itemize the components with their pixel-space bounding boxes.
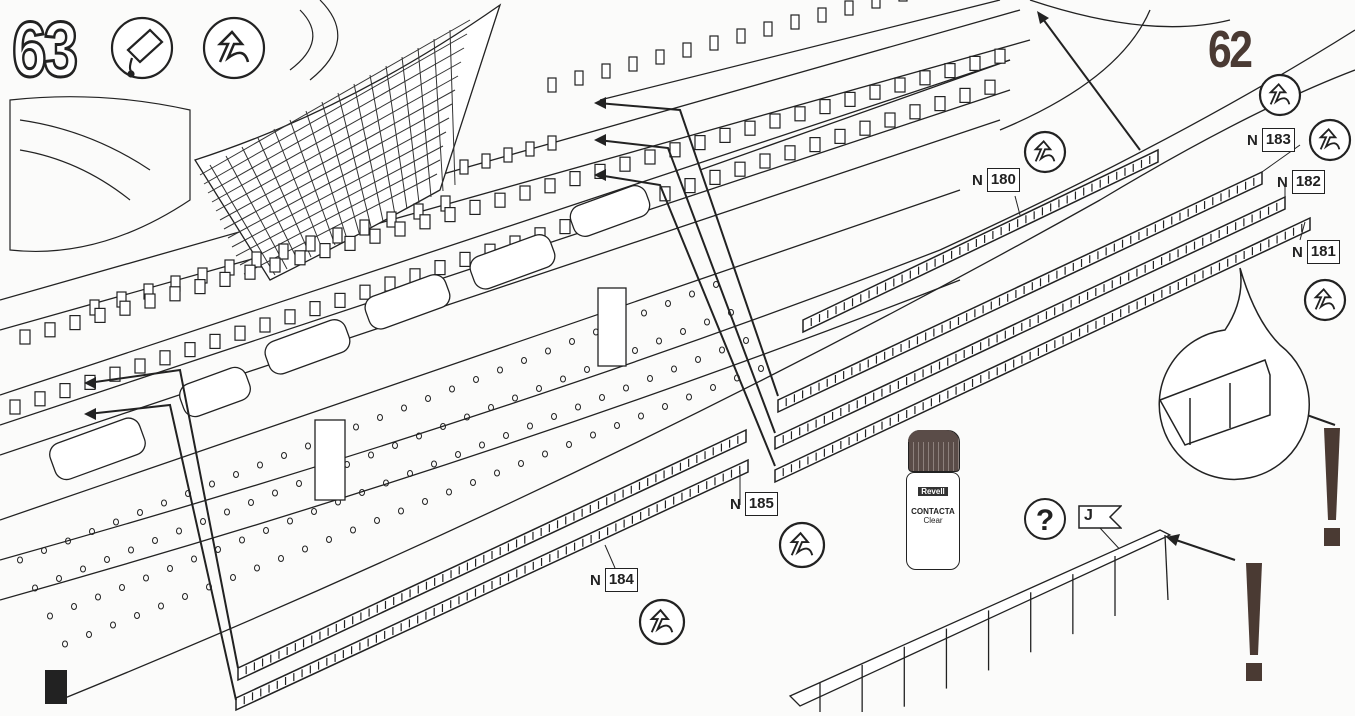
rotate-model-icon [778, 521, 826, 569]
step-number-previous: 62 [1208, 21, 1253, 79]
pool-deck [9, 0, 339, 253]
railing-part-180 [802, 148, 1159, 334]
rotate-model-icon [1308, 118, 1352, 162]
arrow-j [1169, 537, 1236, 561]
railing-part-181 [774, 216, 1311, 484]
railing-part-183 [777, 170, 1263, 414]
glue-variant: Clear [923, 516, 943, 525]
arrow-180 [1039, 14, 1141, 151]
part-prefix: N [972, 171, 983, 189]
portholes [17, 281, 764, 648]
arrow-184 [87, 403, 237, 701]
part-prefix: N [730, 495, 741, 513]
railing-part-j [788, 529, 1172, 712]
bottle-body: Revell CONTACTA Clear [906, 472, 960, 570]
question-mark: ? [1036, 504, 1054, 537]
lifeboats [49, 185, 651, 501]
question-icon: ? [1024, 498, 1066, 540]
detail-tag-letter: J [1084, 507, 1093, 524]
exclamation-icon [1246, 428, 1340, 681]
rotate-model-icon [1258, 73, 1302, 117]
arrow-181 [597, 174, 776, 467]
part-prefix: N [1277, 173, 1288, 191]
vent [45, 670, 67, 704]
railing-part-185 [237, 428, 747, 682]
railing-part-184 [235, 458, 749, 712]
glue-bottle: Revell CONTACTA Clear [906, 430, 960, 570]
railing-parts [235, 148, 1311, 712]
rotate-model-icon [1023, 130, 1067, 174]
rotate-model-icon [1303, 278, 1347, 322]
railing-part-182 [774, 195, 1286, 451]
ship-hull [0, 0, 1355, 701]
arrow-182 [597, 139, 776, 434]
part-number: 181 [1306, 240, 1340, 264]
part-number: 185 [744, 492, 778, 516]
step-number-current: 63 [11, 5, 80, 93]
arrow-183 [597, 102, 779, 397]
part-number: 183 [1261, 128, 1295, 152]
part-number: 180 [986, 168, 1020, 192]
leader-arrows [87, 14, 1336, 701]
glue-tag-icon [110, 16, 174, 80]
part-prefix: N [1292, 243, 1303, 261]
glue-product: CONTACTA [911, 507, 955, 516]
part-prefix: N [590, 571, 601, 589]
flag-tag-icon [1078, 505, 1123, 529]
part-prefix: N [1247, 131, 1258, 149]
part-number: 184 [604, 568, 638, 592]
bottle-cap [908, 430, 960, 472]
front-grille [199, 19, 471, 276]
glue-brand: Revell [918, 487, 948, 496]
ship-windows [9, 0, 1006, 415]
arrow-185 [87, 368, 239, 669]
rotate-model-icon [202, 16, 266, 80]
arrowheads [84, 11, 1276, 546]
detail-tag-j: J [1078, 505, 1123, 529]
rotate-model-icon [638, 598, 686, 646]
part-number: 182 [1291, 170, 1325, 194]
detail-callout [1158, 267, 1310, 481]
